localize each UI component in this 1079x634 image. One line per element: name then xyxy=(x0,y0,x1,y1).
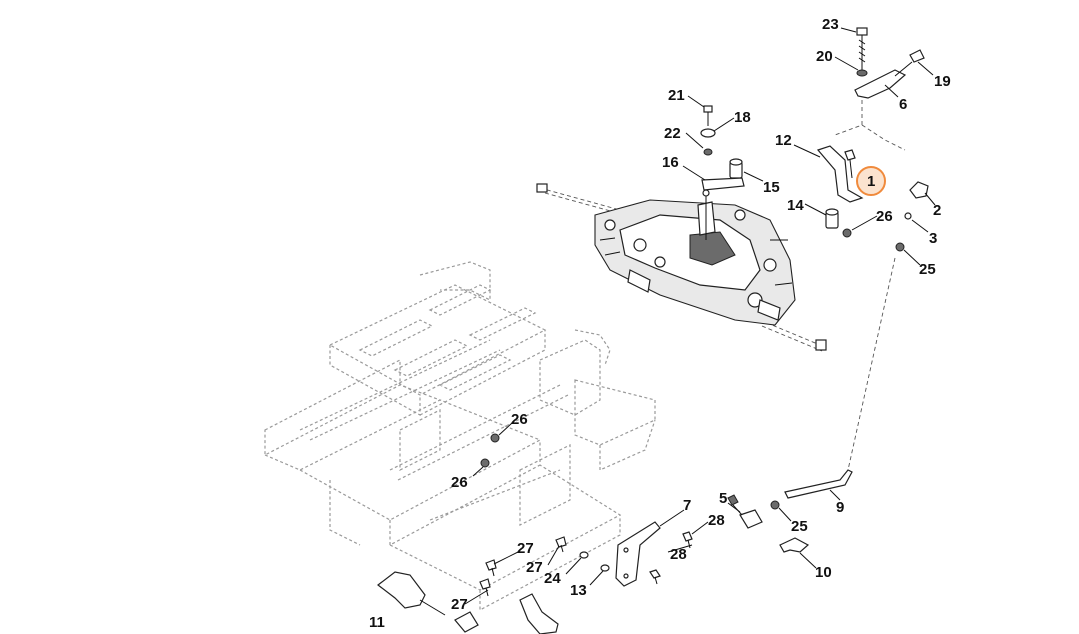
lever-16 xyxy=(701,177,745,191)
transaxle-assembly xyxy=(536,183,827,352)
bolt-28-upper xyxy=(682,531,693,549)
callout-10[interactable]: 10 xyxy=(815,564,832,581)
leader-lines xyxy=(464,27,936,605)
callout-12[interactable]: 12 xyxy=(775,132,792,149)
highlight-ring xyxy=(856,166,886,196)
spacer-14 xyxy=(825,208,839,229)
nut-26-low xyxy=(480,458,490,468)
washer-3 xyxy=(904,212,912,220)
callout-28-upper[interactable]: 28 xyxy=(708,512,725,529)
bracket-6 xyxy=(854,69,907,99)
callout-9[interactable]: 9 xyxy=(836,499,844,516)
washer-24 xyxy=(579,551,589,559)
callout-labels: 23 20 19 6 21 18 22 12 1 16 15 2 14 26 3… xyxy=(369,16,951,631)
callout-18[interactable]: 18 xyxy=(734,109,751,126)
plate-7 xyxy=(615,521,661,587)
chassis-frame-ghost xyxy=(264,261,656,612)
callout-1[interactable]: 1 xyxy=(867,173,875,190)
rod-9 xyxy=(784,257,896,499)
callout-26-mid[interactable]: 26 xyxy=(511,411,528,428)
callout-14[interactable]: 14 xyxy=(787,197,804,214)
callout-25-low[interactable]: 25 xyxy=(791,518,808,535)
bolt-27-b xyxy=(555,536,567,553)
bolt-19 xyxy=(894,49,925,77)
bushing-15 xyxy=(729,158,743,179)
knob-11 xyxy=(377,571,426,609)
callout-25-top[interactable]: 25 xyxy=(919,261,936,278)
nut-26-mid xyxy=(490,433,500,443)
callout-11[interactable]: 11 xyxy=(369,614,385,631)
nut-26-top xyxy=(842,228,852,238)
callout-20[interactable]: 20 xyxy=(816,48,833,65)
callout-28-lower[interactable]: 28 xyxy=(670,546,687,563)
washer-13 xyxy=(600,564,610,572)
callout-21[interactable]: 21 xyxy=(668,87,685,104)
bolt-23 xyxy=(856,27,868,70)
bolt-27-c xyxy=(479,578,491,597)
lever-lower xyxy=(519,593,559,634)
washer-20 xyxy=(856,69,868,77)
callout-27-a[interactable]: 27 xyxy=(517,540,534,557)
bolt-28-lower xyxy=(649,569,661,585)
callout-19[interactable]: 19 xyxy=(934,73,951,90)
callout-23[interactable]: 23 xyxy=(822,16,839,33)
callout-22[interactable]: 22 xyxy=(664,125,681,142)
callout-26-top[interactable]: 26 xyxy=(876,208,893,225)
callout-2[interactable]: 2 xyxy=(933,202,941,219)
bolt-27-a xyxy=(485,559,497,577)
knob-2 xyxy=(909,181,929,199)
nut-22 xyxy=(703,148,713,156)
clip-10 xyxy=(779,537,810,553)
bolt-21 xyxy=(703,105,713,126)
callout-3[interactable]: 3 xyxy=(929,230,937,247)
callout-26-low[interactable]: 26 xyxy=(451,474,468,491)
callout-15[interactable]: 15 xyxy=(763,179,780,196)
callout-27-b[interactable]: 27 xyxy=(526,559,543,576)
nut-25-top xyxy=(895,242,905,252)
callout-24[interactable]: 24 xyxy=(544,570,561,587)
callout-7[interactable]: 7 xyxy=(683,497,691,514)
bracket-12 xyxy=(816,145,864,203)
callout-16[interactable]: 16 xyxy=(662,154,679,171)
washer-18 xyxy=(700,128,716,138)
callout-27-c[interactable]: 27 xyxy=(451,596,468,613)
callout-5[interactable]: 5 xyxy=(719,490,727,507)
callout-6[interactable]: 6 xyxy=(899,96,907,113)
pivot-5 xyxy=(727,494,763,529)
callout-13[interactable]: 13 xyxy=(570,582,587,599)
bolt-1 xyxy=(844,149,856,179)
nut-25-low xyxy=(770,500,780,510)
